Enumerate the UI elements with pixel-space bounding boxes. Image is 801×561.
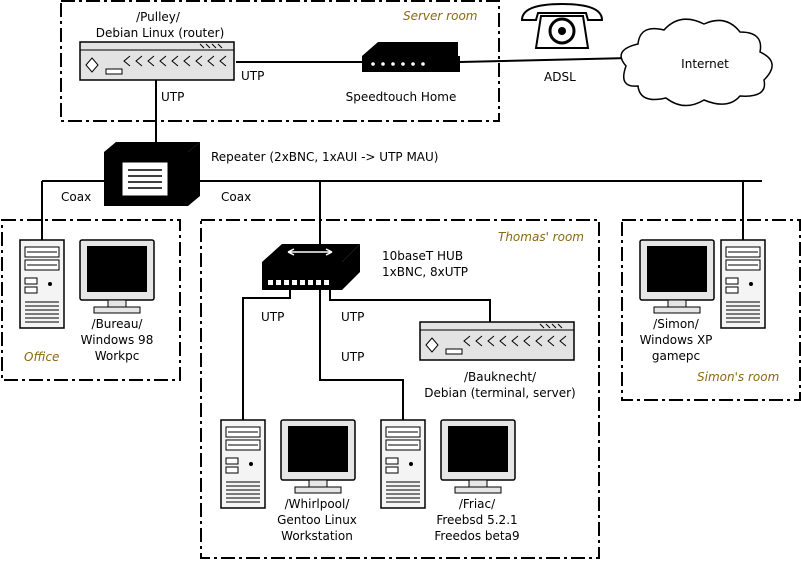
coax-right-label: Coax	[221, 190, 251, 204]
utp-router-modem-label: UTP	[241, 69, 264, 83]
monitor-icon	[280, 419, 356, 494]
friac-name: /Friac/	[459, 497, 496, 511]
simon-room-label: Simon's room	[697, 370, 779, 384]
friac-os2: Freedos beta9	[434, 529, 519, 543]
thomas-room-zone	[200, 219, 600, 559]
whirlpool-role: Workstation	[281, 529, 353, 543]
simon-room-zone	[621, 219, 801, 401]
cloud-icon	[620, 18, 773, 107]
tower-pc-icon	[380, 419, 426, 509]
tower-pc-icon	[220, 419, 266, 509]
thomas-room-label: Thomas' room	[498, 230, 584, 244]
friac-os1: Freebsd 5.2.1	[436, 513, 517, 527]
simon-name: /Simon/	[653, 317, 700, 331]
hub-icon	[262, 244, 360, 290]
cabling	[41, 57, 762, 420]
bureau-name: /Bureau/	[92, 317, 144, 331]
hub-ports: 1xBNC, 8xUTP	[382, 265, 468, 279]
telephone-icon	[520, 2, 604, 49]
router-icon	[79, 41, 235, 81]
office-label: Office	[24, 350, 59, 364]
coax-left-label: Coax	[61, 190, 91, 204]
utp-friac-label: UTP	[341, 350, 364, 364]
tower-pc-icon	[19, 239, 65, 329]
monitor-icon	[440, 419, 516, 494]
modem-icon	[362, 42, 460, 72]
server-room-zone	[60, 0, 500, 122]
utp-whirlpool-label: UTP	[261, 310, 284, 324]
utp-bauknecht-label: UTP	[341, 310, 364, 324]
simon-role: gamepc	[652, 349, 700, 363]
office-zone	[1, 219, 181, 381]
hub-name: 10baseT HUB	[382, 249, 463, 263]
utp-router-repeater-label: UTP	[161, 90, 184, 104]
bauknecht-os: Debian (terminal, server)	[424, 386, 575, 400]
speedtouch-label: Speedtouch Home	[346, 90, 457, 104]
adsl-label: ADSL	[544, 70, 576, 84]
repeater-icon	[104, 142, 200, 206]
bauknecht-name: /Bauknecht/	[464, 370, 537, 384]
bureau-role: Workpc	[95, 349, 140, 363]
internet-label: Internet	[681, 57, 729, 71]
monitor-icon	[639, 239, 715, 314]
repeater-label: Repeater (2xBNC, 1xAUI -> UTP MAU)	[211, 150, 438, 164]
pulley-os: Debian Linux (router)	[96, 26, 225, 40]
monitor-icon	[79, 239, 155, 314]
pulley-name: /Pulley/	[136, 10, 181, 24]
server-icon	[419, 321, 575, 361]
whirlpool-name: /Whirlpool/	[285, 497, 351, 511]
tower-pc-icon	[720, 239, 766, 329]
server-room-label: Server room	[403, 9, 477, 23]
whirlpool-os: Gentoo Linux	[277, 513, 357, 527]
bureau-os: Windows 98	[81, 333, 154, 347]
simon-os: Windows XP	[640, 333, 713, 347]
